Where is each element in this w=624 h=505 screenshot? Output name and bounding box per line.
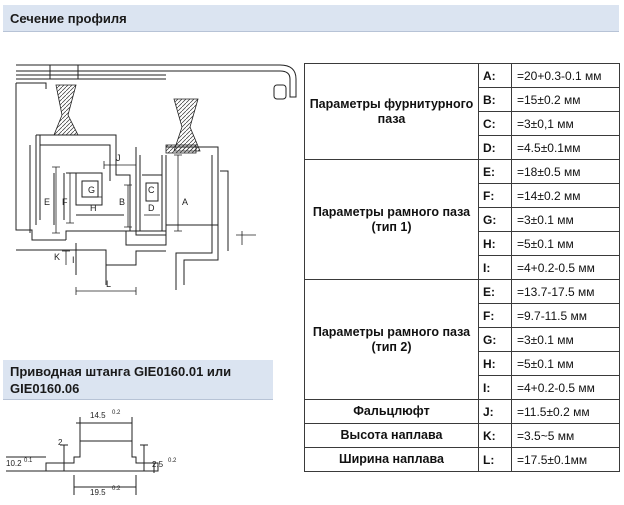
rod-dim-right-tol: 0.2 xyxy=(168,458,177,464)
letter-cell: A: xyxy=(478,63,512,88)
letter-cell: I: xyxy=(478,255,512,280)
table-row: I: =4+0.2-0.5 мм xyxy=(305,255,620,280)
group-title: Параметры рамного паза (тип 2) xyxy=(304,279,479,400)
single-title: Высота наплава xyxy=(304,423,479,448)
letter-cell: B: xyxy=(478,87,512,112)
value-cell: =5±0.1 мм xyxy=(511,351,620,376)
value-cell: =13.7-17.5 мм xyxy=(511,279,620,304)
drive-rod-drawing: 14.5 0.2 10.2 0.1 19.5 0.2 2 2.5 0.2 xyxy=(6,410,177,497)
value-cell: =3±0.1 мм xyxy=(511,327,620,352)
table-row: D: =4.5±0.1мм xyxy=(305,135,620,160)
section-title: Сечение профиля xyxy=(10,11,127,26)
label-h: H xyxy=(90,203,97,213)
group-title: Параметры рамного паза (тип 1) xyxy=(304,159,479,280)
value-cell: =4.5±0.1мм xyxy=(511,135,620,160)
table-row: F: =14±0.2 мм xyxy=(305,183,620,208)
profile-cross-section-drawing: E F G H J B C D A K I L xyxy=(15,64,297,295)
rod-dim-left-tol: 0.1 xyxy=(24,458,33,464)
label-g: G xyxy=(88,185,95,195)
value-cell: =5±0.1 мм xyxy=(511,231,620,256)
label-i: I xyxy=(72,255,75,265)
table-row: Фальцлюфт J: =11.5±0.2 мм xyxy=(304,399,620,424)
rod-dim-bottom: 19.5 xyxy=(90,488,106,497)
value-cell: =11.5±0.2 мм xyxy=(511,399,620,424)
rod-dim-top: 14.5 xyxy=(90,411,106,420)
value-cell: =3±0.1 мм xyxy=(511,207,620,232)
letter-cell: F: xyxy=(478,183,512,208)
letter-cell: D: xyxy=(478,135,512,160)
value-cell: =17.5±0.1мм xyxy=(511,447,620,472)
letter-cell: E: xyxy=(478,159,512,184)
value-cell: =9.7-11.5 мм xyxy=(511,303,620,328)
label-b: B xyxy=(119,197,125,207)
rod-header: Приводная штанга GIE0160.01 или GIE0160.… xyxy=(3,360,273,400)
table-row: Параметры рамного паза (тип 1) E: =18±0.… xyxy=(304,159,620,280)
spec-table: Параметры фурнитурного паза A: =20+0.3-0… xyxy=(304,63,620,472)
value-cell: =14±0.2 мм xyxy=(511,183,620,208)
label-f: F xyxy=(62,197,68,207)
table-row: Параметры рамного паза (тип 2) E: =13.7-… xyxy=(304,279,620,400)
rod-dim-right: 2.5 xyxy=(152,460,164,469)
label-j: J xyxy=(116,153,121,163)
letter-cell: I: xyxy=(478,375,512,400)
label-l: L xyxy=(106,279,111,289)
value-cell: =15±0.2 мм xyxy=(511,87,620,112)
single-title: Фальцлюфт xyxy=(304,399,479,424)
letter-cell: K: xyxy=(478,423,512,448)
letter-cell: G: xyxy=(478,207,512,232)
value-cell: =20+0.3-0.1 мм xyxy=(511,63,620,88)
table-row: C: =3±0,1 мм xyxy=(305,111,620,136)
value-cell: =3.5~5 мм xyxy=(511,423,620,448)
value-cell: =4+0.2-0.5 мм xyxy=(511,375,620,400)
letter-cell: H: xyxy=(478,351,512,376)
value-cell: =4+0.2-0.5 мм xyxy=(511,255,620,280)
table-row: G: =3±0.1 мм xyxy=(305,327,620,352)
label-d: D xyxy=(148,203,155,213)
label-k: K xyxy=(54,252,60,262)
table-row: H: =5±0.1 мм xyxy=(305,231,620,256)
rod-dim-top-tol: 0.2 xyxy=(112,410,121,416)
rod-title: Приводная штанга GIE0160.01 или GIE0160.… xyxy=(10,364,232,396)
letter-cell: H: xyxy=(478,231,512,256)
table-row: H: =5±0.1 мм xyxy=(305,351,620,376)
section-header: Сечение профиля xyxy=(3,5,619,32)
label-e: E xyxy=(44,197,50,207)
table-row: B: =15±0.2 мм xyxy=(305,87,620,112)
group-title: Параметры фурнитурного паза xyxy=(304,63,479,160)
value-cell: =3±0,1 мм xyxy=(511,111,620,136)
label-c: C xyxy=(148,185,155,195)
table-row: Ширина наплава L: =17.5±0.1мм xyxy=(304,447,620,472)
rod-dim-step: 2 xyxy=(58,438,63,447)
letter-cell: E: xyxy=(478,279,512,304)
table-row: I: =4+0.2-0.5 мм xyxy=(305,375,620,400)
rod-dim-left: 10.2 xyxy=(6,459,22,468)
table-row: Параметры фурнитурного паза A: =20+0.3-0… xyxy=(304,63,620,160)
label-a: A xyxy=(182,197,188,207)
letter-cell: L: xyxy=(478,447,512,472)
letter-cell: F: xyxy=(478,303,512,328)
letter-cell: J: xyxy=(478,399,512,424)
letter-cell: G: xyxy=(478,327,512,352)
single-title: Ширина наплава xyxy=(304,447,479,472)
table-row: G: =3±0.1 мм xyxy=(305,207,620,232)
letter-cell: C: xyxy=(478,111,512,136)
table-row: Высота наплава K: =3.5~5 мм xyxy=(304,423,620,448)
value-cell: =18±0.5 мм xyxy=(511,159,620,184)
rod-dim-bottom-tol: 0.2 xyxy=(112,486,121,492)
